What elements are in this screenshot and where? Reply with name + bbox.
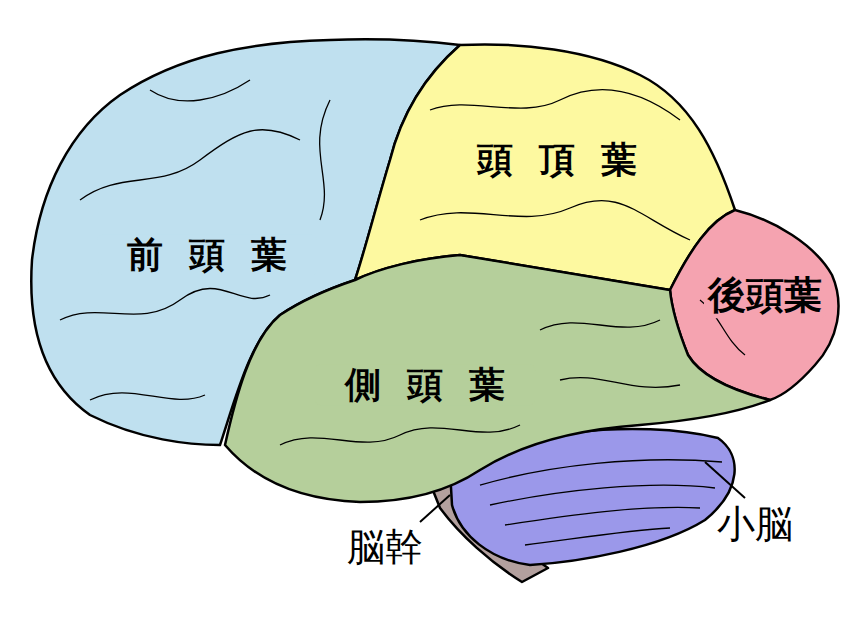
lobe-boundary [460,255,670,290]
temporal-lobe [225,255,770,502]
leader-line [705,462,745,498]
leader-line [420,495,450,522]
lobe-label: 側頭葉 [315,364,535,405]
part-label: 脳幹 [343,526,427,570]
parietal-lobe [355,44,735,290]
lobe-label: 頭頂葉 [447,139,667,180]
lobe-label: 後頭葉 [704,274,826,318]
part-label: 小脳 [713,503,797,547]
gyri-lines [60,80,745,545]
lobe-label: 前頭葉 [97,234,317,275]
